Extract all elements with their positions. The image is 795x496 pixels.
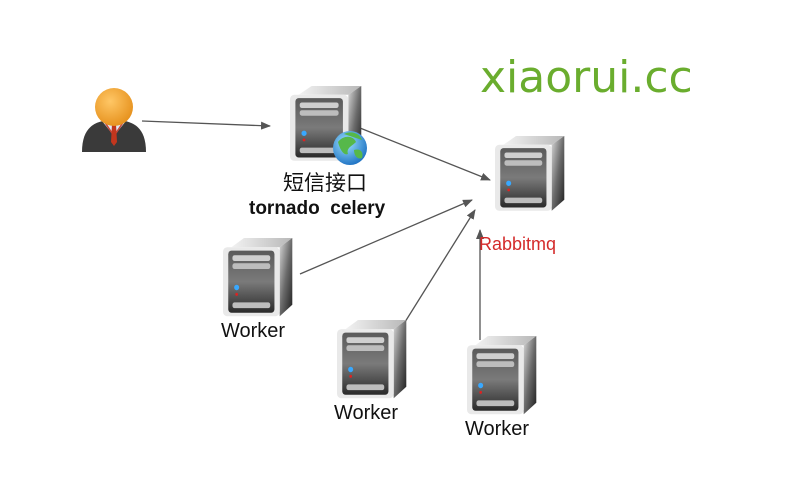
globe-icon [333, 131, 367, 165]
worker1-server-icon [223, 238, 293, 317]
worker3-server-icon [467, 336, 537, 415]
worker2-label: Worker [334, 402, 399, 424]
worker2-server-icon [337, 320, 407, 399]
watermark: xiaorui.cc [480, 52, 693, 103]
edge-user-to-api [141, 120, 271, 130]
api-server-label-cn: 短信接口 [283, 171, 367, 195]
worker1-label: Worker [221, 320, 286, 342]
worker3-label: Worker [465, 418, 530, 440]
api-server-label-en: tornado celery [249, 198, 386, 219]
edge-api-to-broker [359, 127, 491, 181]
broker-label: Rabbitmq [479, 234, 557, 254]
edges [141, 120, 491, 340]
edge-worker1-to-broker [299, 199, 473, 275]
broker-server-icon [495, 136, 565, 211]
edge-worker2-to-broker [404, 209, 476, 323]
user-icon [82, 88, 146, 152]
